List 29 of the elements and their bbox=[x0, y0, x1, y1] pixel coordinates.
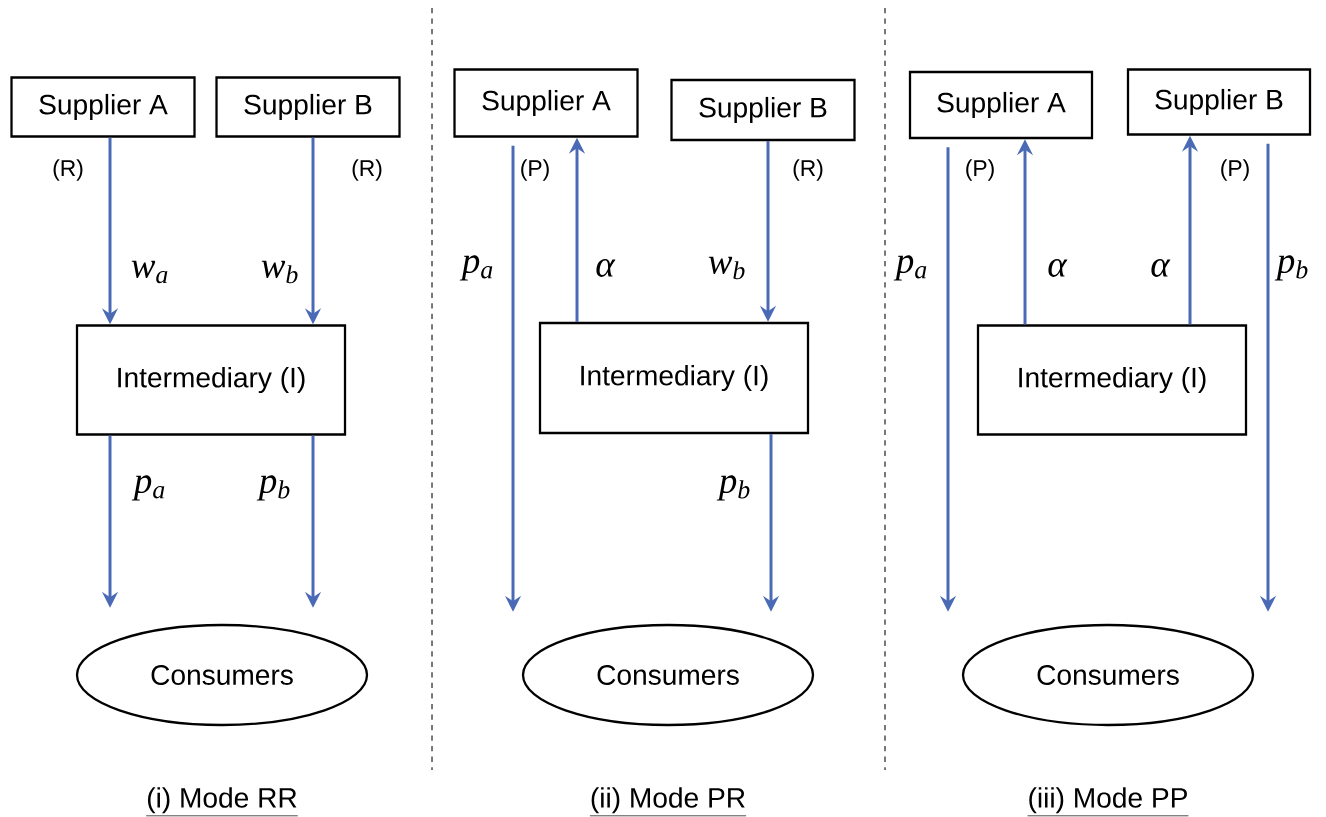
panel-caption: (ii) Mode PR bbox=[589, 787, 747, 817]
edge-label: p$_{a}$ bbox=[459, 255, 493, 281]
process-box: Supplier A bbox=[908, 70, 1094, 140]
mode-label: (P) bbox=[966, 159, 994, 181]
edge-label: p$_{b}$ bbox=[256, 475, 290, 501]
panel-caption: (i) Mode RR bbox=[145, 787, 299, 817]
process-box: Intermediary (I) bbox=[976, 324, 1248, 436]
edge-label: w$_{b}$ bbox=[708, 256, 745, 280]
edge-label: α bbox=[596, 259, 616, 277]
edge-label: w$_{b}$ bbox=[261, 260, 298, 284]
process-box: Supplier B bbox=[215, 76, 401, 138]
mode-label: (R) bbox=[352, 159, 382, 181]
process-box: Supplier B bbox=[1126, 68, 1312, 136]
edge-label: p$_{b}$ bbox=[716, 475, 750, 501]
edge-label: p$_{a}$ bbox=[893, 255, 927, 281]
process-box: Supplier A bbox=[10, 76, 196, 138]
process-box: Supplier A bbox=[453, 68, 639, 138]
process-box: Intermediary (I) bbox=[75, 324, 347, 436]
process-box: Supplier B bbox=[670, 78, 856, 142]
edge-label: w$_{a}$ bbox=[131, 260, 168, 284]
mode-label: (P) bbox=[1221, 159, 1249, 181]
mode-label: (R) bbox=[53, 159, 83, 181]
edge-label: α bbox=[1151, 259, 1171, 277]
edge-label: p$_{b}$ bbox=[1274, 255, 1308, 281]
mode-label: (P) bbox=[521, 159, 549, 181]
edge-label: p$_{a}$ bbox=[131, 475, 165, 501]
panel-caption: (iii) Mode PP bbox=[1027, 787, 1189, 817]
edge-label: α bbox=[1048, 259, 1068, 277]
process-box: Intermediary (I) bbox=[538, 321, 810, 435]
